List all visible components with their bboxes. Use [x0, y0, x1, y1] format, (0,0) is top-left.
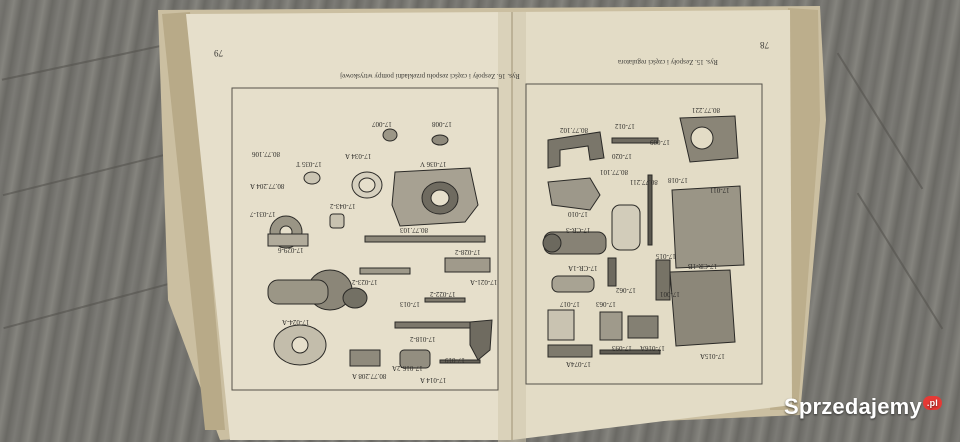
part-label: 17-011 — [710, 186, 730, 194]
part-label: 17-035 T — [296, 160, 322, 168]
part-label: 80.77.106 — [252, 150, 280, 158]
part-label: 17-018 — [668, 176, 688, 184]
part-label: 17-CR-1A — [568, 264, 598, 272]
left-figure-frame — [231, 87, 499, 391]
right-figure-frame — [525, 83, 763, 385]
part-label: 17-012 — [615, 122, 635, 130]
part-label: 17-001 — [660, 290, 680, 298]
left-figure-caption: Rys. 16. Zespoły i części zespołu przekł… — [340, 72, 520, 80]
part-label: 17-024-A — [282, 318, 310, 326]
part-label: 17-093 — [612, 344, 632, 352]
part-label: 80.77.103 — [400, 226, 428, 234]
watermark-name: Sprzedajemy — [783, 394, 922, 419]
part-label: 80.77.221 — [692, 106, 720, 114]
part-label: 17-020 — [612, 152, 632, 160]
part-label: 17-018-2 — [410, 335, 436, 343]
part-label: 80.77.101 — [600, 168, 628, 176]
part-label: 80.77.102 — [560, 126, 588, 134]
part-label: 17-029-6 — [278, 246, 304, 254]
part-label: 17-036 V — [420, 160, 447, 168]
right-page-number: 78 — [760, 40, 769, 50]
sprzedajemy-watermark-logo: Sprzedajemy.pl — [784, 394, 942, 420]
left-parts-drawing — [267, 128, 493, 369]
part-label: 17-007 — [372, 120, 392, 128]
part-label: 17-022-2 — [430, 290, 456, 298]
part-label: 17-019 — [445, 356, 465, 364]
part-label: 17-031-7 — [250, 210, 276, 218]
part-label: 17-023-2 — [352, 278, 378, 286]
part-label: 17-015A — [700, 352, 725, 360]
part-label: 80.77.208 A — [352, 372, 387, 380]
part-label: 17-014 A — [420, 376, 447, 384]
right-figure-caption: Rys. 15. Zespoły i części regulatora — [618, 58, 718, 66]
part-label: 80.77.211 — [630, 178, 658, 186]
part-label: 17-043-2 — [330, 202, 356, 210]
part-label: 17-CR-3 — [566, 226, 591, 234]
part-label: 17-063 — [596, 300, 616, 308]
part-label: 17-074A — [566, 360, 591, 368]
part-label: 17-013 — [400, 300, 420, 308]
part-label: 17-017 — [560, 300, 580, 308]
part-label: 17-009 — [650, 138, 670, 146]
part-label: 17-028-2 — [455, 248, 481, 256]
part-label: 17-034 A — [345, 152, 372, 160]
part-label: 17-008 — [432, 120, 452, 128]
part-label: 80.77.204 A — [250, 182, 285, 190]
part-label: 17-062 — [616, 286, 636, 294]
part-label: 17-015 — [656, 252, 676, 260]
left-page-number: 79 — [214, 48, 223, 58]
part-label: 17-016-2A — [392, 364, 423, 372]
part-label: 17-016A — [640, 344, 665, 352]
right-parts-drawing — [542, 115, 745, 358]
part-label: 17-010 — [568, 210, 588, 218]
part-label: 17-CR-1B — [688, 262, 718, 270]
left-page — [186, 12, 512, 440]
part-label: 17-021-A — [470, 278, 498, 286]
watermark-tld: .pl — [922, 395, 942, 410]
left-edge-stack — [162, 12, 225, 430]
